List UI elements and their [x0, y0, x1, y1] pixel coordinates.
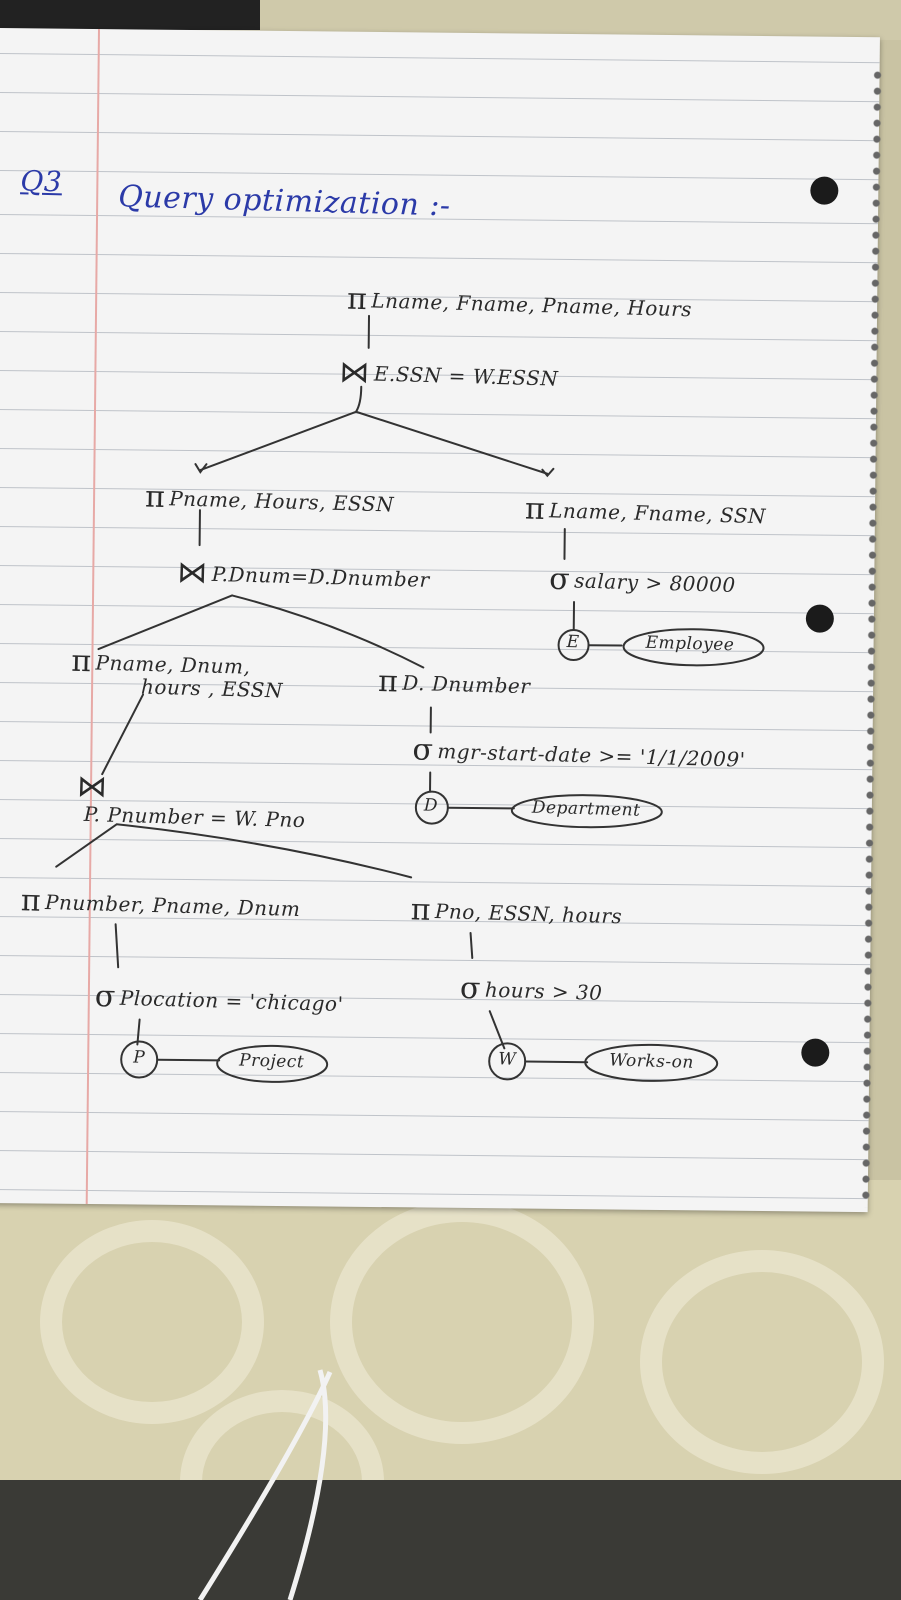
node-label: Pno, ESSN, hours [434, 899, 623, 929]
node-top-join: ⋈E.SSN = W.ESSN [339, 355, 559, 396]
node-label: Lname, Fname, SSN [548, 498, 767, 529]
leaf-name-project: Project [238, 1050, 305, 1073]
node-label: E.SSN = W.ESSN [373, 361, 559, 391]
edge-midjoin-branches [97, 594, 425, 669]
node-label: hours > 30 [484, 977, 603, 1005]
projection-symbol: π [410, 892, 432, 928]
leaf-oval-workson [584, 1043, 719, 1082]
edge-join-branches [199, 385, 549, 475]
node-label: Pnumber, Pname, Dnum [44, 889, 301, 922]
projection-symbol: π [524, 491, 546, 528]
projection-symbol: π [377, 664, 399, 700]
projection-symbol: π [346, 281, 368, 318]
tablecloth-swirl [640, 1250, 884, 1474]
white-cable [197, 1369, 333, 1600]
node-lowerleft-projection-line2: hours , ESSN [140, 674, 284, 703]
node-label: Plocation = 'chicago' [119, 985, 344, 1016]
leaf-alias-project: P [132, 1047, 146, 1068]
projection-symbol: π [70, 643, 93, 680]
leaf-alias-workson: W [497, 1049, 517, 1070]
projection-symbol: π [20, 883, 42, 919]
selection-symbol: σ [548, 561, 571, 598]
leaf-alias-department: D [423, 795, 439, 816]
node-label: D. Dnumber [402, 670, 531, 699]
tablecloth-swirl [330, 1200, 594, 1444]
join-symbol: ⋈ [338, 354, 371, 391]
edge-projproj-select [114, 923, 120, 969]
selection-symbol: σ [411, 732, 434, 768]
edge-select-workson [488, 1010, 506, 1050]
node-label: salary > 80000 [573, 568, 736, 597]
leaf-link-department [446, 806, 515, 810]
node-label: mgr-start-date >= '1/1/2009' [437, 739, 746, 772]
node-label: Lname, Fname, Pname, Hours [371, 288, 693, 322]
leaf-oval-project [216, 1044, 329, 1083]
selection-symbol: σ [459, 970, 482, 1007]
tree-edges [55, 314, 765, 1083]
projection-symbol: π [144, 479, 166, 516]
leaf-name-department: Department [531, 797, 641, 821]
selection-symbol: σ [94, 979, 117, 1015]
dark-fabric [0, 1480, 901, 1600]
dark-object-top-left [0, 0, 260, 30]
edge-llproj-lowjoin [101, 693, 145, 776]
node-label: P.Dnum=D.Dnumber [211, 561, 430, 592]
leaf-name-employee: Employee [645, 632, 735, 656]
node-low-join-symbol: ⋈ [77, 769, 112, 805]
leaf-oval-employee [622, 628, 765, 667]
edge-worksproj-select [469, 931, 474, 959]
leaf-link-project [156, 1058, 221, 1062]
join-symbol: ⋈ [76, 768, 109, 805]
leaf-oval-department [510, 794, 663, 829]
node-label: Pname, Hours, ESSN [168, 486, 395, 517]
leaf-alias-employee: E [566, 631, 580, 653]
leaf-link-workson [524, 1060, 589, 1064]
join-symbol: ⋈ [176, 554, 209, 591]
question-number: Q3 [19, 164, 63, 199]
edge-lowjoin-branches [55, 823, 413, 879]
edge-select-project [136, 1018, 141, 1046]
leaf-name-workson: Works-on [608, 1050, 695, 1073]
node-mid-join: ⋈P.Dnum=D.Dnumber [177, 555, 430, 597]
edge-arrowheads [194, 463, 555, 478]
